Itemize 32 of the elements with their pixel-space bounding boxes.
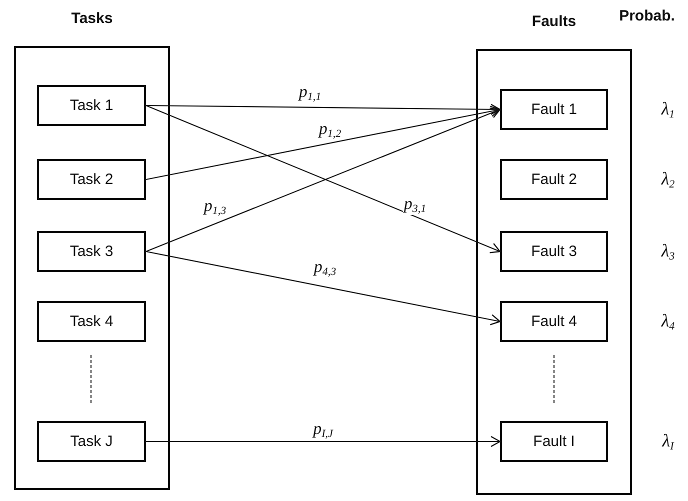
process-box [500, 89, 608, 130]
column-heading: Probab. [619, 8, 675, 24]
probability-symbol: λ$_{I}$ [662, 432, 674, 452]
box-label: Fault 3 [531, 243, 577, 260]
column-heading: Tasks [71, 10, 113, 27]
arrow [146, 106, 501, 180]
box-label: Task 4 [70, 313, 114, 330]
box-label: Fault 2 [531, 171, 577, 188]
process-box [500, 421, 608, 462]
box-label: Fault 1 [531, 101, 577, 118]
process-box [37, 85, 146, 126]
arrow [146, 436, 501, 448]
box-label: Task 2 [70, 171, 114, 188]
box-label: Task J [70, 433, 113, 450]
probability-symbol: λ$_{2}$ [661, 170, 675, 190]
process-box [37, 231, 146, 272]
box-label: Task 3 [70, 243, 114, 260]
arrow [146, 250, 501, 326]
arrow [146, 104, 501, 115]
probability-symbol: λ$_{4}$ [661, 312, 675, 332]
probability-symbol: λ$_{1}$ [661, 100, 675, 120]
probability-symbol: λ$_{3}$ [661, 242, 675, 262]
box-label: Task 1 [70, 97, 114, 114]
process-box [500, 231, 608, 272]
box-label: Fault 4 [531, 313, 577, 330]
process-box [37, 159, 146, 200]
process-box [37, 301, 146, 342]
process-box [500, 159, 608, 200]
box-label: Fault I [533, 433, 575, 450]
column-heading: Faults [532, 13, 576, 30]
process-box [37, 421, 146, 462]
process-box [500, 301, 608, 342]
